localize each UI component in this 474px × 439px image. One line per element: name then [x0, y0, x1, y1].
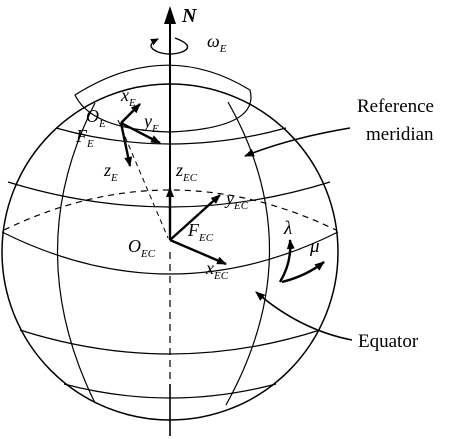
- y-e-label: yE: [142, 111, 159, 135]
- x-e-arrow: [120, 103, 141, 124]
- o-ec-label: OEC: [128, 236, 156, 260]
- o-e-label: OE: [86, 106, 106, 130]
- north-label: N: [181, 5, 198, 27]
- x-e-label: xE: [120, 85, 136, 109]
- reference-meridian-label-line1: Reference: [357, 96, 434, 117]
- y-e-arrow: [120, 121, 161, 145]
- lambda-arrow: [278, 239, 295, 283]
- local-to-center-dashed: [117, 119, 169, 239]
- reference-meridian-label-line2: meridian: [366, 124, 434, 145]
- equator-label: Equator: [358, 331, 419, 352]
- equator-callout: [255, 291, 353, 341]
- north-arrowhead: [164, 6, 176, 24]
- z-e-label: zE: [103, 160, 118, 184]
- f-e-label: FE: [75, 126, 94, 150]
- z-e-arrow: [119, 122, 133, 167]
- mu-arrow: [281, 261, 325, 284]
- reference-meridian-line: [225, 101, 271, 406]
- x-ec-arrow: [169, 238, 227, 266]
- equator-back: [3, 189, 337, 231]
- y-ec-label: yEC: [224, 188, 249, 212]
- z-ec-label: zEC: [175, 160, 198, 184]
- meridian-left: [56, 102, 96, 404]
- y-ec-arrow: [169, 194, 221, 241]
- f-ec-label: FEC: [187, 220, 214, 244]
- omega-label: ωE: [207, 31, 227, 55]
- x-ec-label: xEC: [205, 258, 229, 282]
- polar-meridian-loop: [74, 64, 252, 133]
- lambda-label: λ: [283, 218, 292, 239]
- rotation-ellipse: [150, 37, 189, 55]
- mu-label: μ: [309, 236, 320, 257]
- reference-meridian-callout: [244, 127, 351, 157]
- equator-front: [1, 231, 339, 275]
